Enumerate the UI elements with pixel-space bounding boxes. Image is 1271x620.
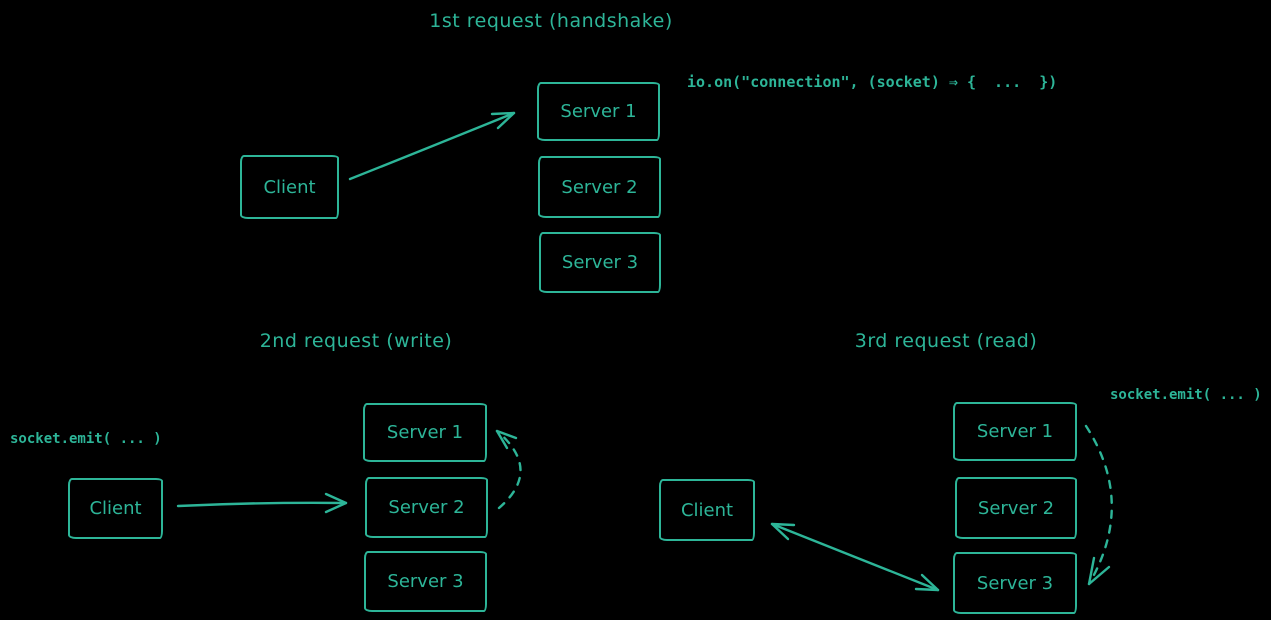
write-server3-label: Server 3 <box>387 571 464 592</box>
read-title: 3rd request (read) <box>854 330 1038 352</box>
read-server1-box: Server 1 <box>953 402 1077 461</box>
handshake-code-snippet: io.on("connection", (socket) ⇒ { ... }) <box>687 73 1058 91</box>
write-server2-box: Server 2 <box>365 477 488 538</box>
read-client-label: Client <box>680 499 734 521</box>
read-server1-label: Server 1 <box>976 421 1054 442</box>
write-client-label: Client <box>89 498 142 519</box>
handshake-server1-label: Server 1 <box>560 101 637 122</box>
read-server3-box: Server 3 <box>953 552 1077 614</box>
write-title: 2nd request (write) <box>259 330 453 352</box>
write-client-box: Client <box>68 478 163 539</box>
write-server1-box: Server 1 <box>363 403 487 462</box>
read-server3-label: Server 3 <box>976 572 1054 594</box>
handshake-client-box: Client <box>240 155 339 219</box>
handshake-server1-box: Server 1 <box>537 82 660 141</box>
write-server3-box: Server 3 <box>364 551 487 612</box>
read-code-snippet: socket.emit( ... ) <box>1110 387 1262 403</box>
write-code-snippet: socket.emit( ... ) <box>10 431 162 447</box>
write-server1-label: Server 1 <box>386 422 464 443</box>
read-server2-box: Server 2 <box>955 477 1077 539</box>
handshake-server2-box: Server 2 <box>538 156 661 218</box>
handshake-client-label: Client <box>263 176 316 198</box>
handshake-server3-box: Server 3 <box>539 232 661 293</box>
handshake-title: 1st request (handshake) <box>429 10 673 32</box>
read-client-box: Client <box>659 479 755 541</box>
read-server2-label: Server 2 <box>977 497 1055 519</box>
handshake-server3-label: Server 3 <box>561 252 639 273</box>
handshake-server2-label: Server 2 <box>561 176 638 198</box>
write-server2-label: Server 2 <box>388 497 465 518</box>
